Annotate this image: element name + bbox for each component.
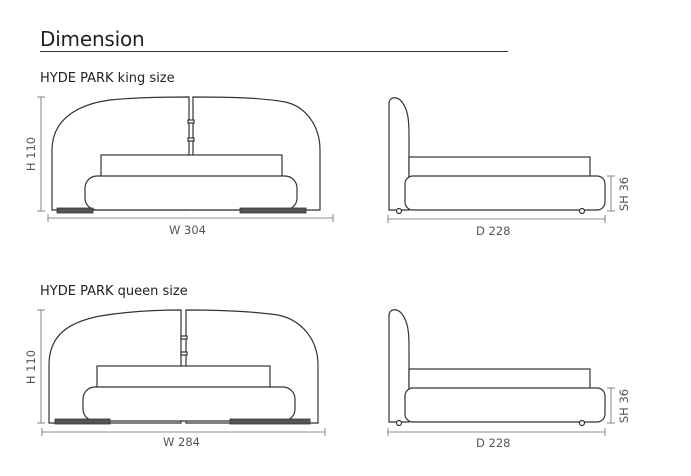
king-depth-label: D 228 [476,224,511,238]
king-mattress [100,154,283,179]
queen-front-view [37,309,326,436]
king-seat-height-label: SH 36 [617,176,631,212]
king-side-foot-1 [395,207,403,215]
king-height-label: H 110 [24,136,38,172]
king-section-title: HYDE PARK king size [40,71,175,86]
king-foot-right [239,207,307,214]
queen-height-label: H 110 [24,349,38,385]
queen-side-view [387,309,615,436]
queen-depth-label: D 228 [476,436,511,450]
king-clip-2 [187,137,195,142]
queen-side-foot-1 [395,419,403,427]
queen-width-label: W 284 [163,435,200,449]
king-side-view [387,97,615,223]
queen-foot-left [54,418,111,425]
king-base [84,175,298,211]
queen-foot-right [229,418,311,425]
king-clip-1 [187,119,195,124]
king-front-view [37,96,334,222]
queen-side-mattress [408,368,591,391]
queen-side-base [404,387,606,423]
page-title: Dimension [40,27,145,51]
queen-base [82,386,296,422]
queen-side-headboard [388,309,410,423]
queen-mattress [96,365,271,390]
queen-section-title: HYDE PARK queen size [40,284,188,299]
king-foot-left [56,207,94,214]
king-side-mattress [408,156,591,179]
king-side-foot-2 [578,207,586,215]
queen-side-foot-2 [578,419,586,427]
king-side-base [404,175,606,211]
king-width-label: W 304 [169,223,206,237]
queen-clip-2 [180,351,188,356]
queen-clip-1 [180,335,188,340]
queen-seat-height-label: SH 36 [617,388,631,424]
title-underline [40,51,508,52]
king-side-headboard [388,97,410,211]
